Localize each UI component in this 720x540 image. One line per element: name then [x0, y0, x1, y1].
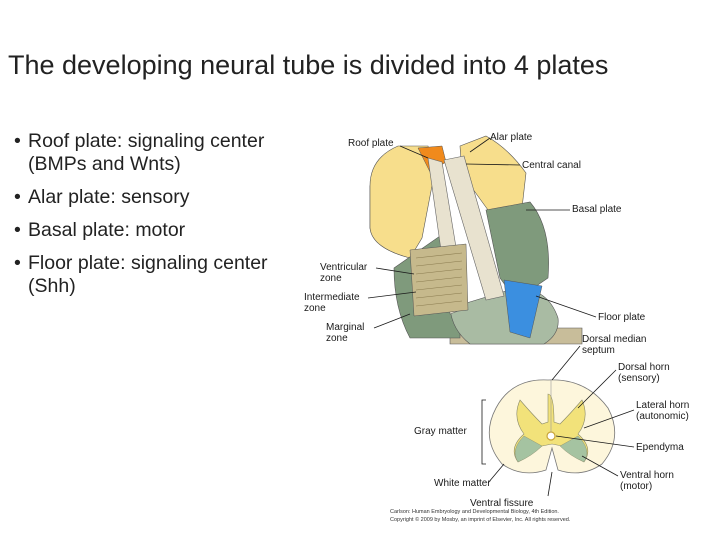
gray-matter-label: Gray matter — [414, 426, 467, 437]
basal-plate-label: Basal plate — [572, 204, 622, 215]
bullet-text: Basal plate: motor — [28, 219, 186, 241]
figure-credit-line-1: Carlson: Human Embryology and Developmen… — [390, 509, 559, 515]
bullet-item: •Basal plate: motor — [14, 219, 186, 241]
roof-plate-label: Roof plate — [348, 138, 394, 149]
canal-wall-right — [443, 155, 505, 301]
alar-plate-region — [369, 145, 436, 259]
bullet-item: •Alar plate: sensory — [14, 186, 190, 208]
bullet-text: Alar plate: sensory — [28, 186, 190, 208]
ependyma-ring — [546, 431, 556, 441]
neural-tube-diagram: Roof plate Alar plate Central canal Basa… — [304, 132, 692, 523]
figure-credit-line-2: Copyright © 2009 by Mosby, an imprint of… — [390, 516, 571, 523]
central-canal-label: Central canal — [522, 160, 581, 171]
dorsal-horn-label: Dorsal horn (sensory) — [618, 362, 672, 384]
alar-plate-label: Alar plate — [490, 132, 533, 143]
bullet-list: •Roof plate: signaling center (BMPs and … — [14, 130, 314, 308]
floor-plate-region — [503, 279, 543, 339]
ependyma-label: Ependyma — [636, 442, 684, 453]
ventral-horn-left — [514, 435, 543, 463]
bullet-item: •Roof plate: signaling center (BMPs and … — [14, 130, 265, 175]
neural-tube-figure: Roof plate Alar plate Central canal Basa… — [290, 118, 720, 533]
intermediate-zone-label: Intermediate zone — [304, 292, 362, 314]
ventral-horn-label: Ventral horn (motor) — [620, 470, 677, 492]
bullet-text: Floor plate: signaling center (Shh) — [28, 252, 268, 297]
slide-title: The developing neural tube is divided in… — [8, 50, 609, 80]
marginal-zone-label: Marginal zone — [326, 322, 367, 344]
white-matter-label: White matter — [434, 478, 491, 489]
gray-matter-bracket — [481, 399, 486, 465]
ventral-horn-right — [559, 435, 588, 463]
neural-tube-block — [369, 135, 583, 345]
ventricular-zone-block — [409, 243, 469, 317]
dorsal-median-septum-label: Dorsal median septum — [582, 334, 649, 356]
spinal-cord-section — [488, 379, 616, 474]
ventral-fissure-label: Ventral fissure — [470, 498, 534, 509]
ventricular-zone-label: Ventricular zone — [320, 262, 370, 284]
bullet-text: Roof plate: signaling center (BMPs and W… — [28, 130, 265, 175]
bullet-item: •Floor plate: signaling center (Shh) — [14, 252, 268, 297]
ventricular-zone-layers — [415, 252, 463, 307]
lateral-horn-label: Lateral horn (autonomic) — [636, 400, 692, 422]
floor-plate-label: Floor plate — [598, 312, 646, 323]
